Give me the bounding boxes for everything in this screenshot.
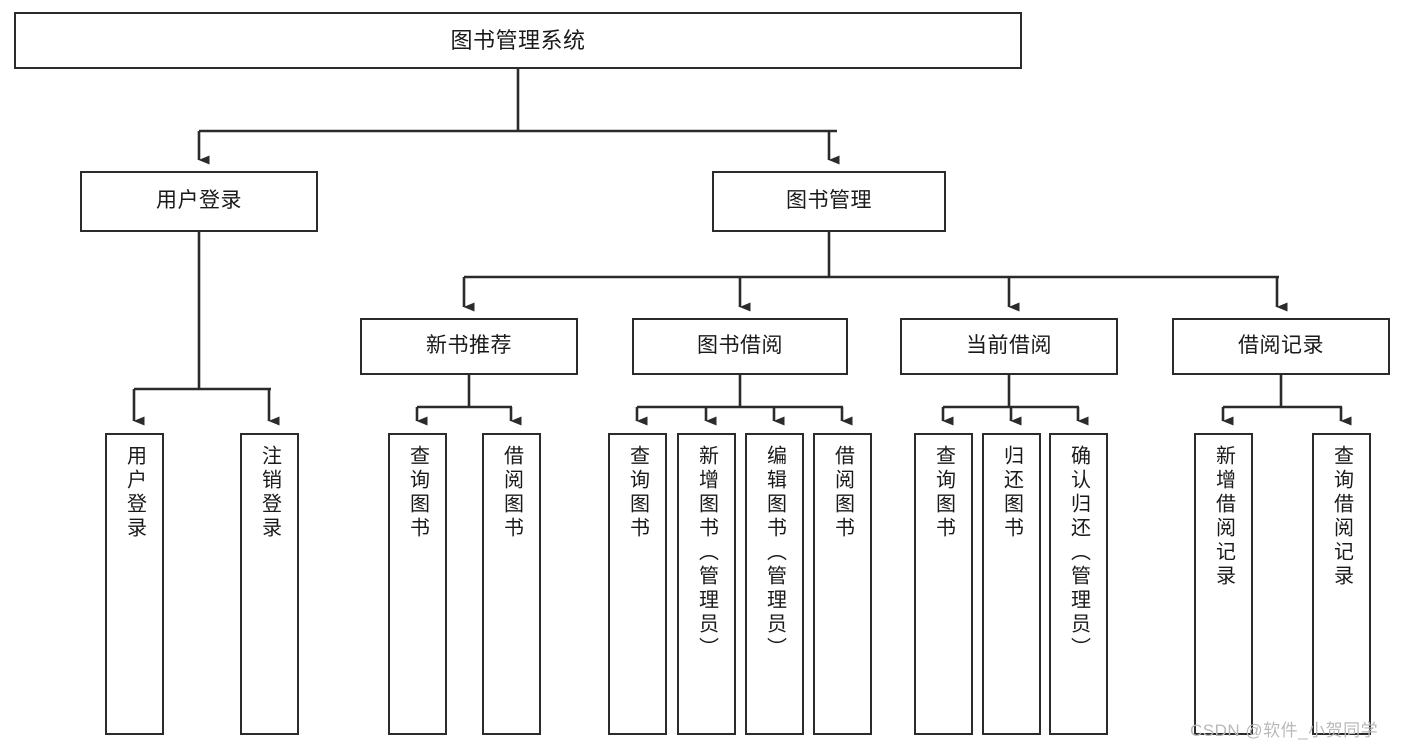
leaf-new-book-rec-1[interactable]: 借阅图书 <box>482 433 541 735</box>
node-label: 查询图书 <box>932 445 955 541</box>
csdn-watermark: CSDN @软件_小贺同学 <box>1190 721 1379 740</box>
leaf-user-login-1[interactable]: 注销登录 <box>240 433 299 735</box>
node-new-book-recommend[interactable]: 新书推荐 <box>360 318 578 375</box>
node-user-login[interactable]: 用户登录 <box>80 171 318 232</box>
node-label: 图书管理 <box>786 189 872 213</box>
leaf-book-borrow-3[interactable]: 借阅图书 <box>813 433 872 735</box>
node-label: 查询图书 <box>626 445 649 541</box>
node-label: 查询图书 <box>406 445 429 541</box>
node-label: 借阅图书 <box>831 445 854 541</box>
leaf-borrow-record-0[interactable]: 新增借阅记录 <box>1194 433 1253 735</box>
node-label: 确认归还（管理员） <box>1067 445 1090 661</box>
node-label: 注销登录 <box>258 445 281 541</box>
leaf-book-borrow-1[interactable]: 新增图书（管理员） <box>677 433 736 735</box>
node-label: 新书推荐 <box>426 334 512 358</box>
node-label: 查询借阅记录 <box>1330 445 1353 589</box>
leaf-current-borrow-2[interactable]: 确认归还（管理员） <box>1049 433 1108 735</box>
leaf-book-borrow-2[interactable]: 编辑图书（管理员） <box>745 433 804 735</box>
leaf-new-book-rec-0[interactable]: 查询图书 <box>388 433 447 735</box>
node-label: 新增图书（管理员） <box>695 445 718 661</box>
node-label: 归还图书 <box>1000 445 1023 541</box>
leaf-user-login-0[interactable]: 用户登录 <box>105 433 164 735</box>
node-label: 图书借阅 <box>697 334 783 358</box>
node-label: 新增借阅记录 <box>1212 445 1235 589</box>
node-label: 当前借阅 <box>966 334 1052 358</box>
node-label: 编辑图书（管理员） <box>763 445 786 661</box>
node-borrow-record[interactable]: 借阅记录 <box>1172 318 1390 375</box>
node-book-borrow[interactable]: 图书借阅 <box>632 318 848 375</box>
leaf-borrow-record-1[interactable]: 查询借阅记录 <box>1312 433 1371 735</box>
leaf-book-borrow-0[interactable]: 查询图书 <box>608 433 667 735</box>
node-label: 图书管理系统 <box>450 27 586 53</box>
node-label: 借阅图书 <box>500 445 523 541</box>
node-label: 用户登录 <box>156 189 242 213</box>
node-label: 借阅记录 <box>1238 334 1324 358</box>
node-label: 用户登录 <box>123 445 146 541</box>
node-root-system[interactable]: 图书管理系统 <box>14 12 1022 69</box>
leaf-current-borrow-0[interactable]: 查询图书 <box>914 433 973 735</box>
leaf-current-borrow-1[interactable]: 归还图书 <box>982 433 1041 735</box>
node-current-borrow[interactable]: 当前借阅 <box>900 318 1118 375</box>
node-book-management[interactable]: 图书管理 <box>712 171 946 232</box>
